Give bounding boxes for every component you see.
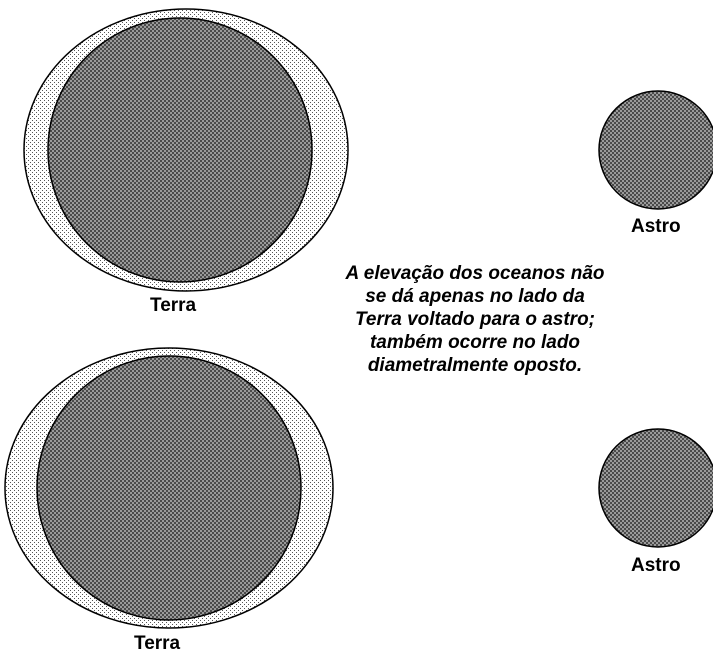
caption-line: se dá apenas no lado da [365,286,585,307]
caption-line: A elevação dos oceanos não [345,263,605,284]
astro-top-body [598,90,713,210]
astro-bottom-label: Astro [631,555,681,576]
earth-top-label: Terra [150,295,197,316]
astro-top-label: Astro [631,216,681,237]
caption-line: diametralmente oposto. [367,355,583,376]
earth-top-body [47,17,313,283]
caption-line: também ocorre no lado [369,332,581,353]
caption: A elevação dos oceanos não se dá apenas … [300,262,650,377]
earth-bottom-body [36,355,302,621]
caption-line: Terra voltado para o astro; [354,309,596,330]
astro-bottom-body [598,428,713,548]
earth-bottom-label: Terra [134,633,181,654]
earth-top [23,8,349,292]
earth-bottom [4,347,334,629]
